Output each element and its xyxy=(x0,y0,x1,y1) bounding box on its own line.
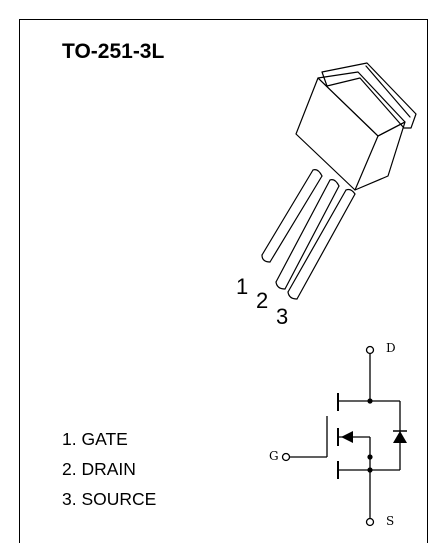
pin-number-1: 1 xyxy=(236,274,249,299)
junction-dot xyxy=(367,454,373,460)
junction-dot xyxy=(367,398,373,404)
lead-1 xyxy=(261,169,323,263)
package-body-side xyxy=(354,121,406,191)
gate-terminal xyxy=(281,452,291,462)
lead-2 xyxy=(275,179,340,290)
diode-triangle xyxy=(393,431,407,443)
pin-item-drain: 2. DRAIN xyxy=(62,459,136,479)
pin-number-2: 2 xyxy=(256,288,269,313)
pin-item-source: 3. SOURCE xyxy=(62,489,157,509)
source-terminal xyxy=(365,517,375,527)
diagram-frame xyxy=(19,19,428,543)
pin-list: 1. GATE 2. DRAIN 3. SOURCE xyxy=(62,424,156,514)
drain-label: D xyxy=(386,341,396,355)
drain-terminal xyxy=(365,345,375,355)
lead-3 xyxy=(287,189,356,300)
source-label: S xyxy=(386,514,395,528)
pin-item-gate: 1. GATE xyxy=(62,429,128,449)
package-title: TO-251-3L xyxy=(62,40,165,63)
body-arrow xyxy=(341,431,353,443)
pin-number-3: 3 xyxy=(276,304,289,329)
package-tab xyxy=(321,62,417,129)
junction-dot xyxy=(367,467,373,473)
gate-label: G xyxy=(269,449,279,463)
